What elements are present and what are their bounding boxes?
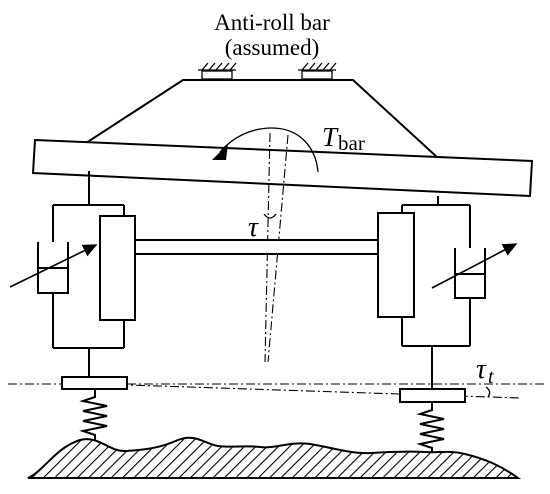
right-bushing: [298, 62, 337, 80]
left-bushing: [198, 62, 237, 80]
vehicle-body: [31, 138, 534, 198]
right-tire-spring: [416, 402, 445, 453]
axle-beam: [134, 239, 379, 255]
torque-arrowhead: [212, 144, 228, 160]
body-roll-label: τ: [248, 212, 259, 243]
body-axis-line: [267, 134, 289, 363]
left-wheel-plate: [61, 376, 128, 390]
right-suspension: [377, 196, 518, 388]
torque-arc: [219, 127, 319, 173]
right-adjustable-arrow-icon: [431, 243, 518, 289]
anti-roll-bar-link: [85, 79, 439, 159]
tire-roll-angle-arc: [485, 386, 491, 398]
torque-label: Tbar: [322, 122, 365, 155]
title-line-2: (assumed): [225, 35, 320, 60]
left-knuckle: [99, 215, 136, 321]
tire-roll-symbol: τ: [476, 354, 487, 385]
left-suspension: [9, 171, 136, 380]
torque-symbol: T: [322, 122, 339, 152]
road-profile: [27, 436, 522, 479]
body-roll-angle-arc: [263, 213, 277, 219]
left-adjustable-arrow-icon: [9, 244, 98, 288]
right-wheel-plate: [399, 388, 466, 403]
left-tire-spring: [79, 389, 108, 441]
tire-roll-subscript: t: [488, 366, 494, 388]
torque-subscript: bar: [338, 131, 365, 155]
title-line-1: Anti-roll bar: [214, 10, 330, 35]
right-knuckle: [377, 212, 415, 318]
